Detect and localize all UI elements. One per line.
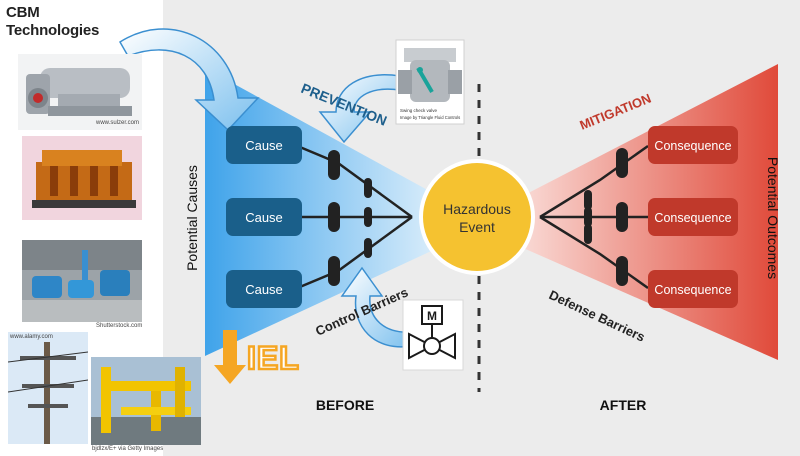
pipes-photo-credit: bjdlzx/E+ via Getty Images: [92, 446, 164, 452]
pipes-photo: [91, 357, 201, 445]
barrier: [364, 178, 372, 198]
event-label-line2: Event: [459, 219, 495, 235]
pump-photo: [18, 54, 142, 130]
barrier: [328, 256, 340, 286]
event-label-line1: Hazardous: [443, 201, 511, 217]
iel-down-arrow-icon: [214, 330, 246, 384]
hazardous-event-circle: [419, 159, 535, 275]
defense-barrier-markers: [584, 148, 628, 286]
cause-box-1: [226, 126, 302, 164]
barrier: [616, 202, 628, 232]
after-label: AFTER: [600, 397, 647, 413]
motors-drawing: [22, 240, 142, 322]
power-pole-photo-credit: www.alamy.com: [10, 334, 53, 340]
cause-box-3: [226, 270, 302, 308]
power-pole-photo: [8, 332, 88, 444]
engine-photo: [22, 136, 142, 220]
consequence-label-2: Consequence: [654, 211, 731, 225]
pump-photo-credit: www.sulzer.com: [96, 120, 140, 126]
barrier: [616, 256, 628, 286]
barrier: [584, 190, 592, 210]
barrier: [584, 224, 592, 244]
consequence-box-2: [648, 198, 738, 236]
consequence-label-3: Consequence: [654, 283, 731, 297]
barrier: [364, 207, 372, 227]
motor-valve-icon: [402, 299, 464, 371]
title-line-1: CBM: [6, 4, 40, 21]
control-barrier-markers: [328, 150, 372, 286]
valve-curved-arrow: [318, 74, 401, 144]
cause-label-2: Cause: [245, 210, 283, 225]
potential-causes-label: Potential Causes: [184, 165, 200, 271]
pump-drawing: [26, 68, 132, 116]
consequence-box-1: [648, 126, 738, 164]
cbm-curved-arrow: [118, 28, 260, 132]
before-label: BEFORE: [316, 397, 374, 413]
cause-label-3: Cause: [245, 282, 283, 297]
valve-caption-2: Image by Triangle Fluid Controls: [400, 115, 460, 120]
pipes-drawing: [91, 367, 201, 445]
consequence-connector-lines: [539, 144, 649, 290]
barrier: [328, 150, 340, 180]
motors-photo: [22, 240, 142, 322]
valve-caption-1: Swing check valve: [400, 108, 438, 113]
cause-label-1: Cause: [245, 138, 283, 153]
consequence-label-1: Consequence: [654, 139, 731, 153]
iel-label: IEL: [247, 340, 300, 376]
barrier: [616, 148, 628, 178]
potential-outcomes-label: Potential Outcomes: [765, 157, 781, 279]
motor-valve-curved-arrow: [340, 266, 413, 348]
page-title: CBM Technologies: [6, 4, 99, 40]
motors-photo-credit: Shutterstock.com: [96, 323, 143, 329]
consequence-box-3: [648, 270, 738, 308]
swing-check-valve-image: [395, 39, 465, 125]
motor-valve-letter: M: [427, 309, 437, 323]
barrier: [328, 202, 340, 232]
title-line-2: Technologies: [6, 22, 100, 39]
barrier: [364, 238, 372, 258]
cause-box-2: [226, 198, 302, 236]
barrier: [584, 207, 592, 227]
power-pole-drawing: [8, 342, 88, 444]
engine-drawing: [32, 150, 136, 208]
